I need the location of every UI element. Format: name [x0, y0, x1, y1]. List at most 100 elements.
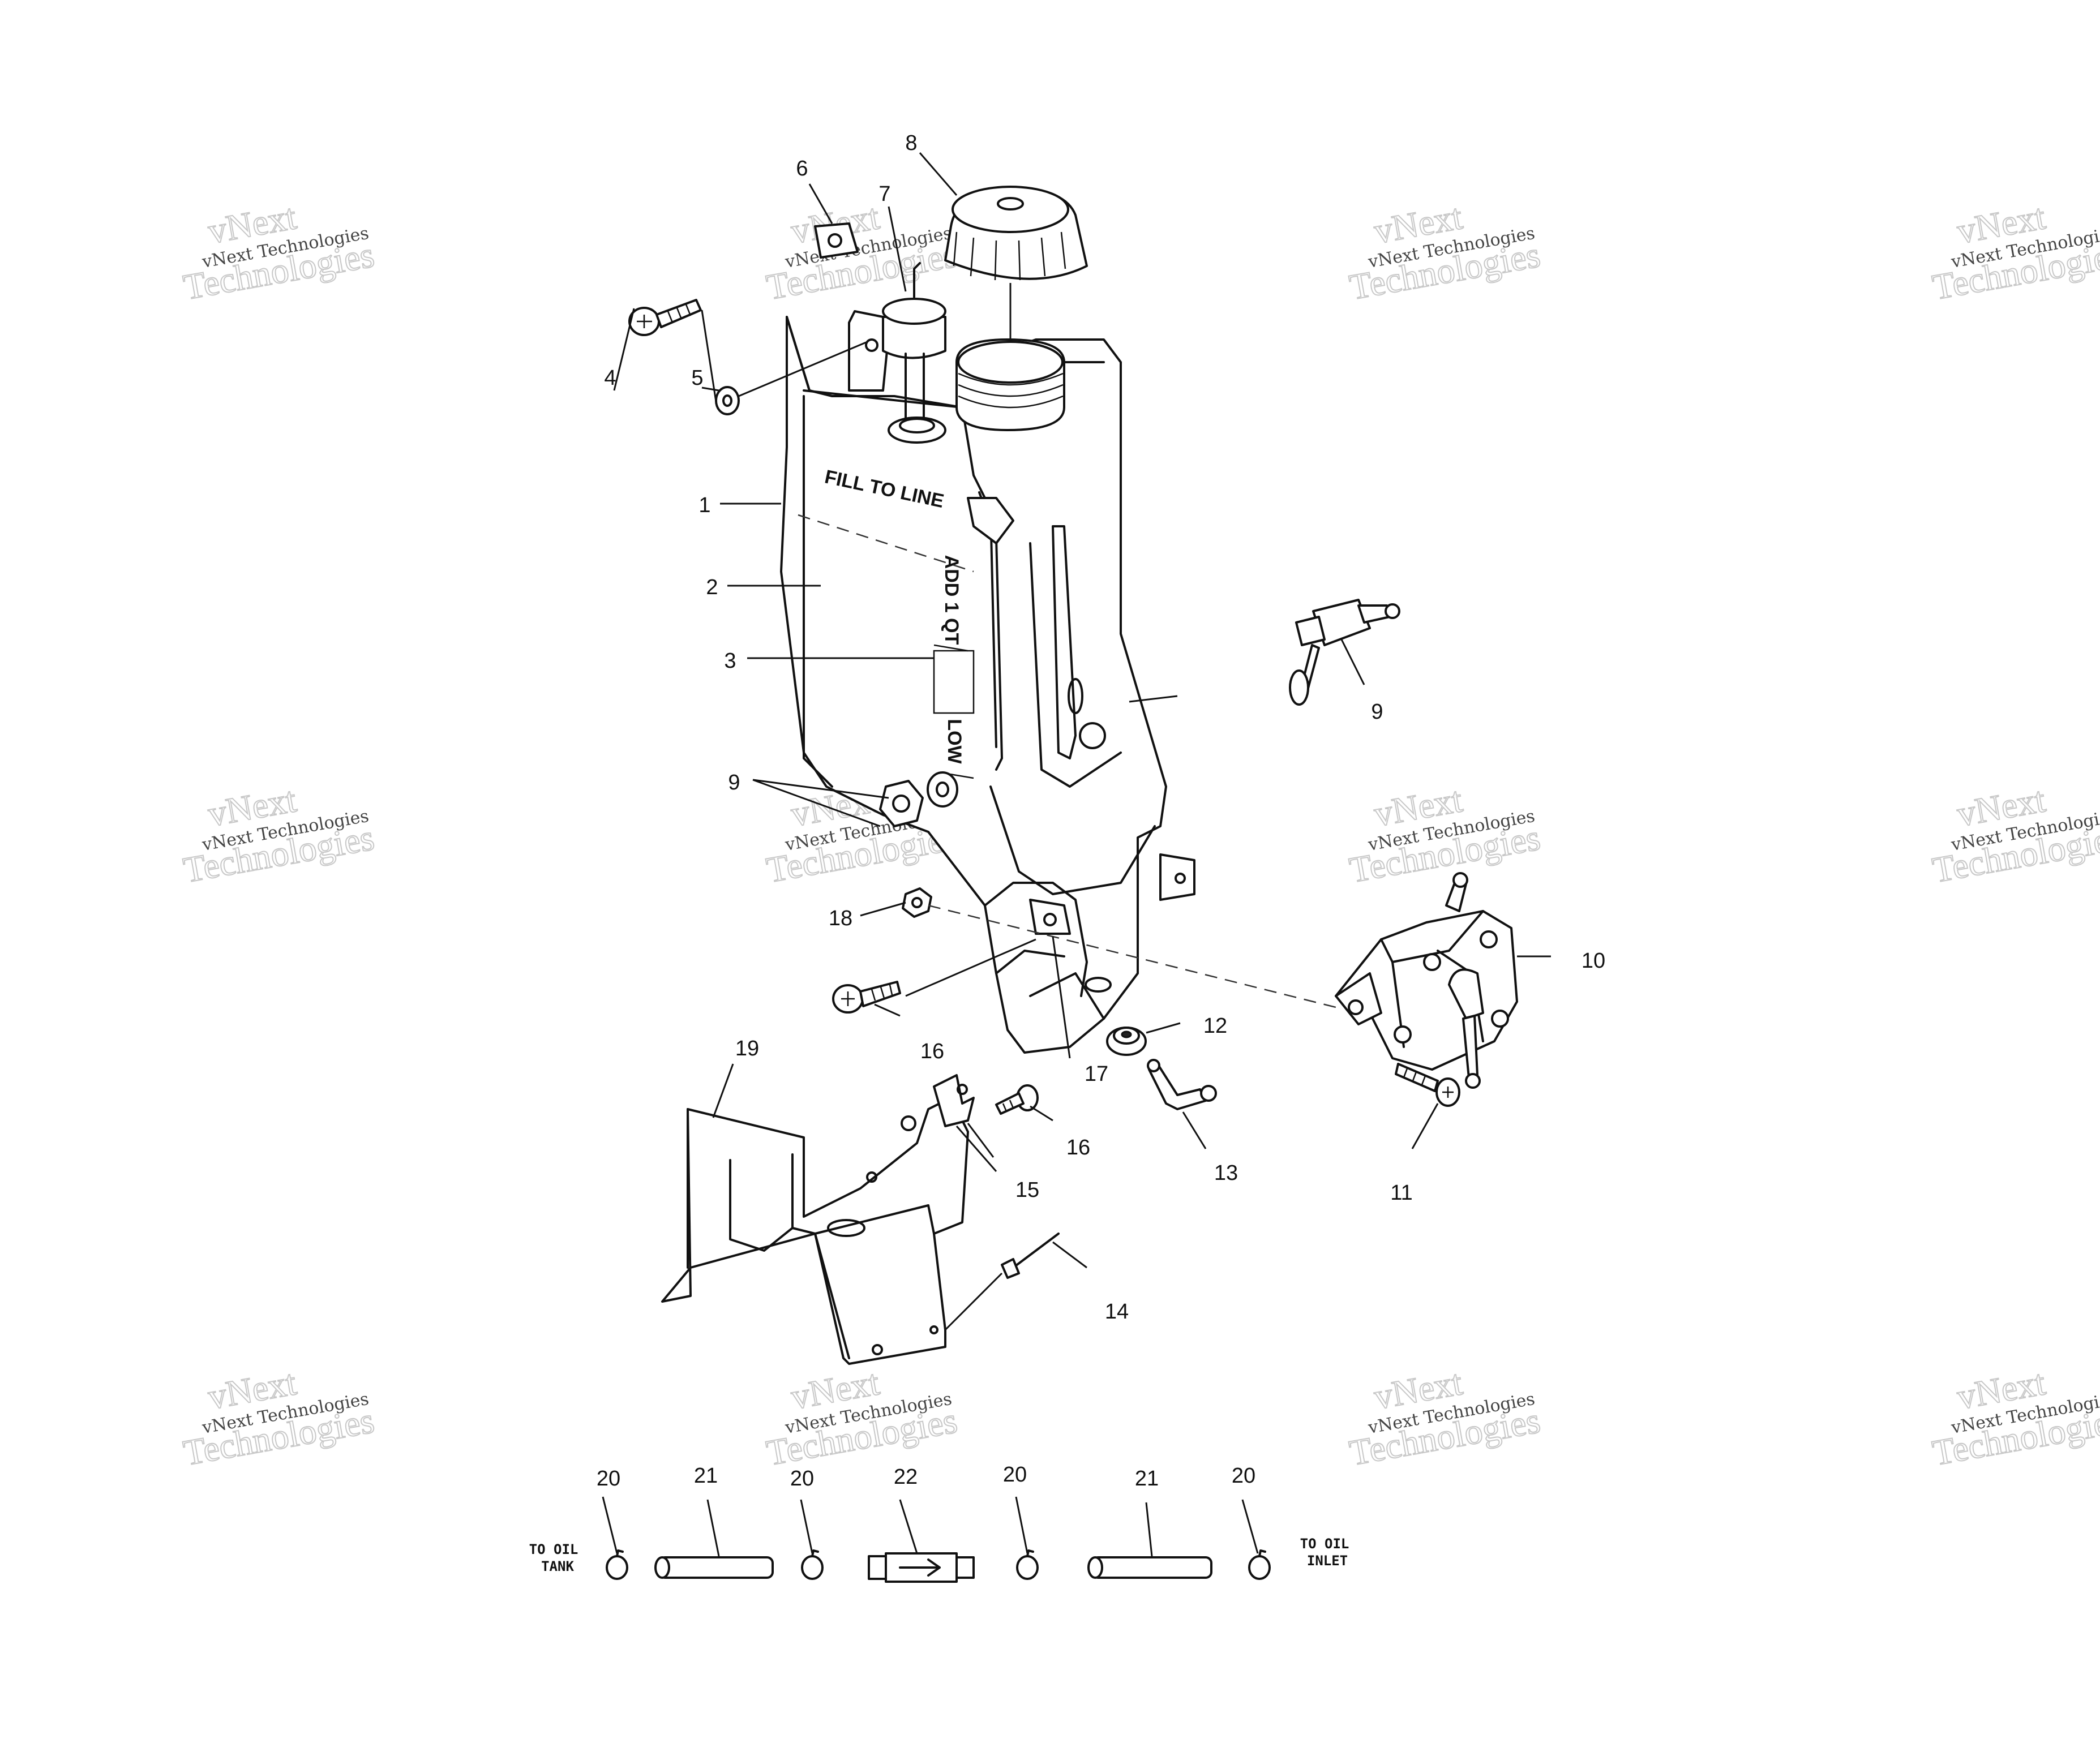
- callout-20-c: 20: [1003, 1463, 1027, 1487]
- screw-11-cross: [1442, 1087, 1454, 1098]
- bracket-outline: [661, 1097, 969, 1365]
- bracket-hole-rivet: [929, 1325, 938, 1334]
- screw-washer-link: [701, 310, 717, 402]
- leader-18: [860, 901, 906, 917]
- elbow-fitting-inlet: [1147, 1059, 1160, 1072]
- watermark: vNext vNext Technologies Technologies: [1346, 779, 1544, 891]
- pump-mount-hole: [1348, 999, 1364, 1015]
- nut-9: [879, 780, 924, 827]
- callout-9-left: 9: [728, 771, 740, 795]
- elbow-fitting-end: [1200, 1085, 1217, 1102]
- label-to-oil-inlet-2: INLET: [1307, 1553, 1348, 1569]
- cap-grip-ribs: [953, 231, 1066, 281]
- callout-numbers: 1 2 3 4 5 6 7 8 9 9 10 11 12 13 14 15 16…: [597, 131, 1605, 1491]
- leader-16a: [874, 1003, 901, 1017]
- tank-mount-hole-right: [1175, 873, 1186, 884]
- callout-15: 15: [1015, 1178, 1039, 1202]
- hose-clamp-20a: [606, 1549, 628, 1580]
- watermark: vNext vNext Technologies Technologies: [1929, 779, 2100, 891]
- leader-22: [899, 1499, 918, 1554]
- clamp-15-body: [933, 1074, 975, 1127]
- callout-3: 3: [724, 649, 736, 673]
- bracket-hole-mid: [866, 1171, 877, 1183]
- callout-4: 4: [604, 366, 616, 390]
- washer-tank-link: [738, 341, 867, 397]
- leader-9-right: [1340, 639, 1365, 685]
- callout-19: 19: [735, 1037, 759, 1060]
- leader-8: [919, 152, 958, 196]
- hose-clamp-20b: [801, 1549, 824, 1580]
- hose-clamp-20c-tab: [1026, 1549, 1034, 1557]
- oil-line-assembly: TO OIL TANK TO OIL INLET: [529, 1536, 1349, 1583]
- grommet-12-hole: [1121, 1030, 1132, 1038]
- washer-5-hole: [722, 394, 732, 407]
- tank-side-slot: [1068, 678, 1083, 714]
- leader-17: [1052, 936, 1071, 1059]
- callout-22: 22: [894, 1465, 918, 1489]
- callout-7: 7: [878, 182, 890, 206]
- nut-9-hex: [879, 780, 924, 827]
- nut-9-hole: [892, 795, 910, 813]
- callout-20-b: 20: [790, 1467, 814, 1491]
- pump-outlet-boss: [1448, 968, 1484, 1020]
- hose-clamp-20c: [1016, 1549, 1039, 1580]
- callout-11: 11: [1390, 1181, 1412, 1205]
- callout-8: 8: [905, 131, 917, 155]
- callout-20-a: 20: [597, 1467, 620, 1491]
- emboss-add-1-qt: ADD 1 QT: [941, 555, 962, 645]
- clamp-17-body: [1029, 899, 1071, 935]
- hose-clamp-20b-tab: [811, 1549, 819, 1557]
- screw-16a: [832, 981, 901, 1014]
- label-to-oil-tank-1: TO OIL: [529, 1542, 578, 1557]
- callout-13: 13: [1214, 1161, 1238, 1185]
- leader-16b: [1030, 1105, 1053, 1122]
- callout-20-d: 20: [1232, 1464, 1255, 1488]
- callout-16-middle: 16: [1066, 1136, 1090, 1160]
- label-to-oil-tank-2: TANK: [541, 1558, 574, 1574]
- tank-mount-tab-right: [1159, 853, 1195, 901]
- add-line-mark: [933, 644, 968, 652]
- tank-front-edge: [786, 316, 997, 748]
- screw-16a-threads: [871, 984, 893, 1001]
- filter-inlet: [868, 1555, 887, 1580]
- pump-outlet-nipple: [1462, 1015, 1478, 1079]
- watermark-grid: vNext vNext Technologies Technologies vN…: [180, 196, 2100, 1474]
- oil-tank: FILL TO LINE ADD 1 QT LOW: [780, 310, 1195, 1054]
- leader-21a: [706, 1499, 720, 1557]
- leader-19: [712, 1063, 734, 1118]
- screw-16b-shank: [995, 1092, 1025, 1115]
- pump-outlet-tip: [1465, 1073, 1481, 1089]
- tank-neck-lower: [995, 950, 1065, 974]
- pump-screw-3: [1480, 930, 1498, 948]
- callout-18: 18: [829, 907, 852, 930]
- leader-20c: [1015, 1496, 1028, 1554]
- filter-outlet: [955, 1556, 975, 1579]
- clip-nut: [814, 222, 859, 259]
- dipstick-neck: [888, 416, 946, 444]
- leader-4: [613, 308, 635, 391]
- screw-11-threads: [1403, 1068, 1426, 1085]
- hose-clamp-20a-tab: [616, 1549, 624, 1557]
- valve-outlet: [1357, 604, 1391, 624]
- bracket-lower-fold: [814, 1233, 850, 1359]
- screw-16a-shank: [859, 981, 901, 1007]
- guide-valve-to-tank: [1129, 695, 1178, 703]
- dipstick-shaft: [905, 353, 925, 420]
- callout-5: 5: [691, 366, 703, 390]
- callout-2: 2: [706, 576, 718, 599]
- tank-side-hole: [1079, 722, 1106, 749]
- washer-9-hole: [936, 782, 949, 797]
- dipstick-knob-top: [882, 298, 946, 325]
- bracket-hole-top: [901, 1115, 916, 1131]
- bracket-fold: [791, 1204, 935, 1235]
- tank-mount-hole-top: [865, 338, 878, 352]
- nut-18-hole: [911, 897, 923, 908]
- hose-21b-end: [1087, 1556, 1103, 1579]
- dipstick-knob: [882, 316, 946, 359]
- valve-outlet-tip: [1385, 603, 1400, 619]
- clamp-15-hole: [957, 1084, 968, 1095]
- cap-vent: [997, 197, 1024, 211]
- rivet-14-head: [1001, 1258, 1020, 1279]
